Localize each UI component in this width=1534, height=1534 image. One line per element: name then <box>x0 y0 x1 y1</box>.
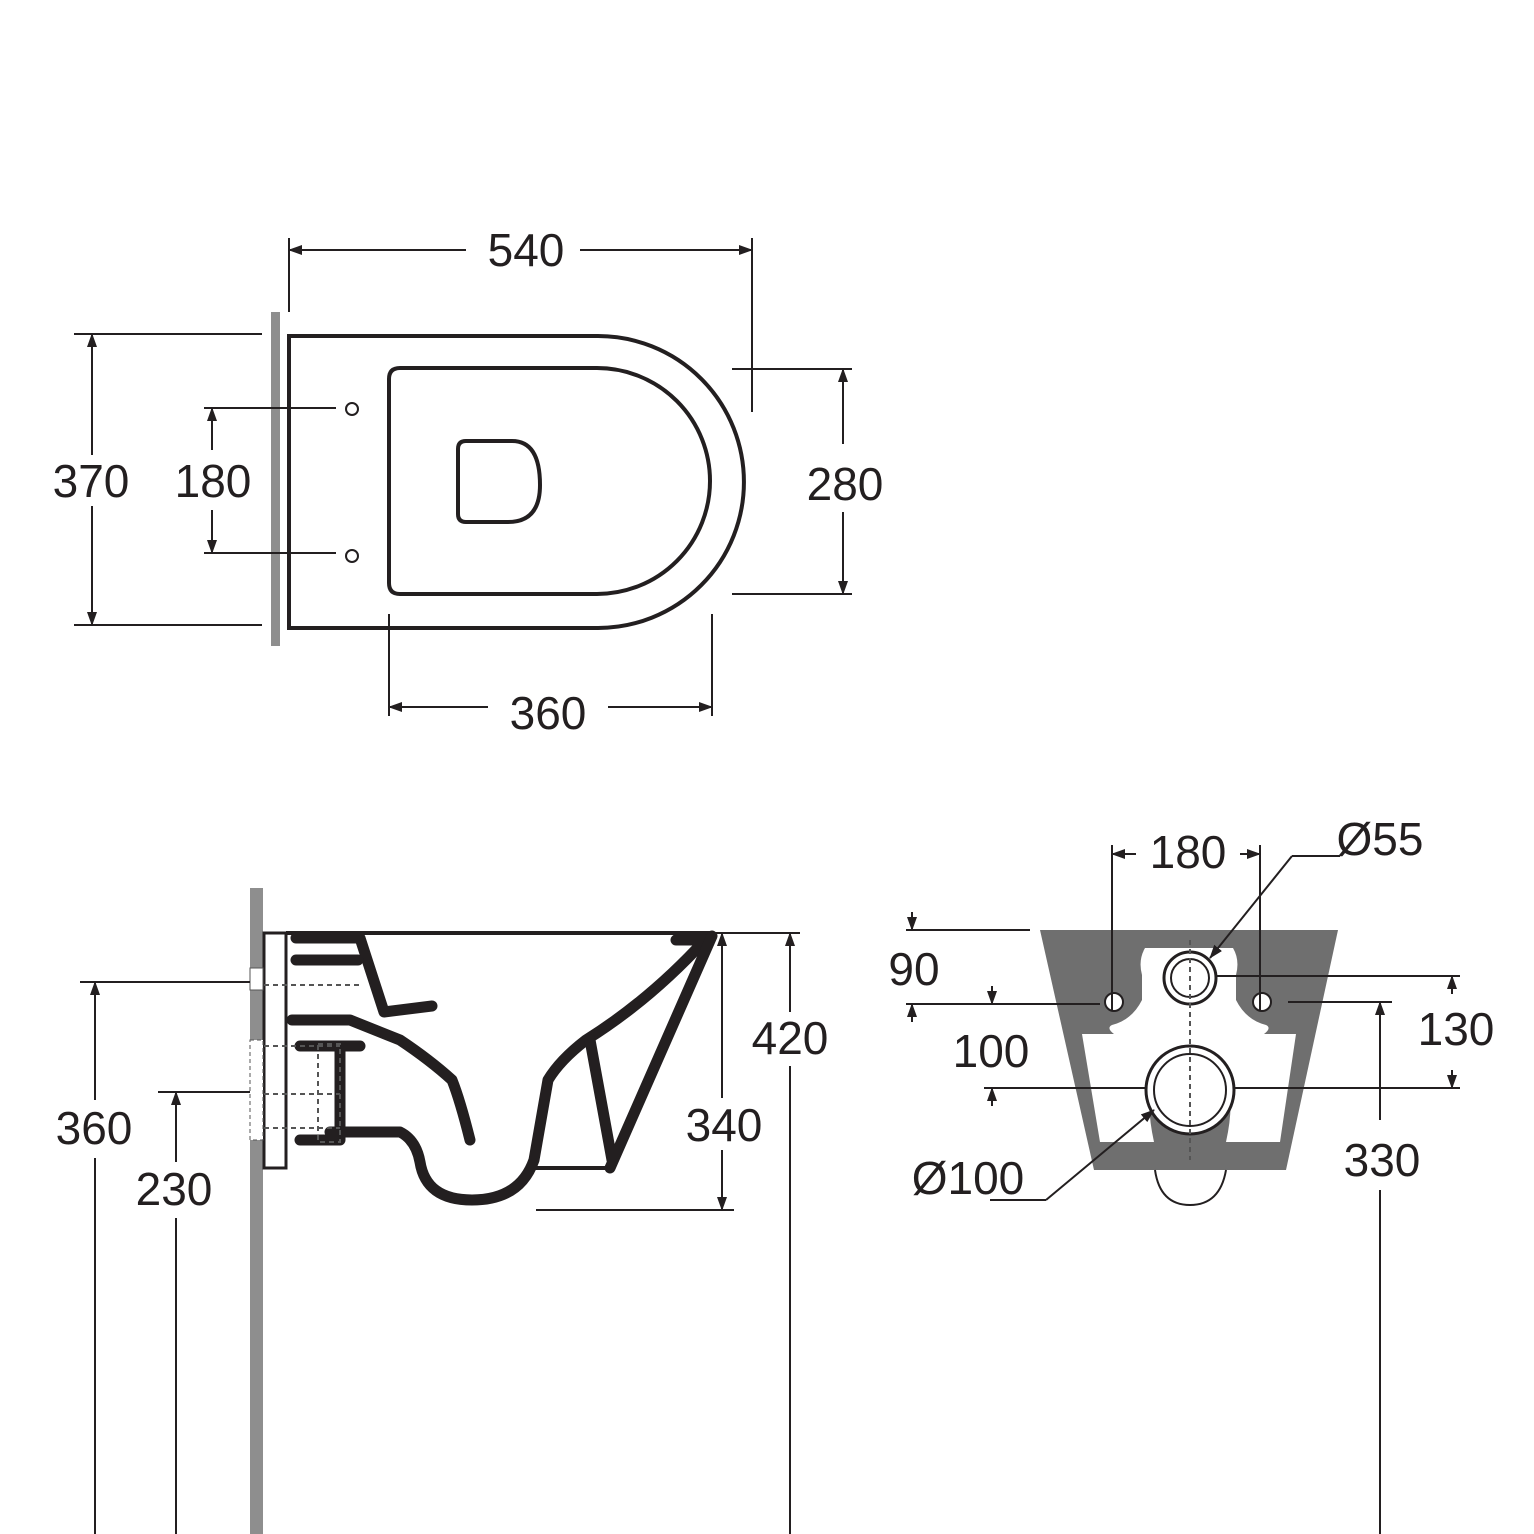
outlet-sleeve <box>249 1039 264 1141</box>
dimension-360-side-view: 360 <box>56 1102 133 1154</box>
bowl-outer-front <box>584 930 718 1174</box>
leader-line-diameter-55-diagonal <box>1209 855 1293 959</box>
bolt-hole-left <box>1104 992 1124 1012</box>
bowl-inner-profile <box>286 934 711 1206</box>
dimension-diameter-100: Ø100 <box>912 1152 1025 1204</box>
seat-outline <box>387 366 712 596</box>
dimension-130: 130 <box>1418 1003 1495 1055</box>
back-view: 180 Ø55 90 100 130 330 Ø100 <box>888 813 1494 1534</box>
dimension-370: 370 <box>53 455 130 507</box>
dimension-340: 340 <box>686 1099 763 1151</box>
bolt-hole-upper <box>345 402 359 416</box>
dimension-330: 330 <box>1344 1134 1421 1186</box>
bowl-opening <box>456 439 543 524</box>
bolt-hole-lower <box>345 549 359 563</box>
outlet-hole <box>1153 1053 1227 1127</box>
outlet-cap-outline <box>1154 1169 1227 1207</box>
dimension-230: 230 <box>136 1163 213 1215</box>
dimension-280: 280 <box>807 458 884 510</box>
dimension-diameter-55: Ø55 <box>1337 813 1424 865</box>
inlet-sleeve <box>249 967 264 991</box>
dimension-180-top-view: 180 <box>175 455 252 507</box>
dimension-420: 420 <box>752 1012 829 1064</box>
dimension-180-back-view: 180 <box>1150 826 1227 878</box>
top-view: 540 370 180 280 360 <box>53 224 884 739</box>
dimension-90: 90 <box>888 943 939 995</box>
side-view: 360 230 420 340 <box>56 888 829 1534</box>
mounting-plate <box>262 931 288 1170</box>
wall-top-view <box>271 312 280 646</box>
dimension-100: 100 <box>953 1025 1030 1077</box>
dimension-360-top-view: 360 <box>510 687 587 739</box>
leader-line-diameter-100-diagonal <box>1045 1109 1155 1201</box>
rim-profile <box>290 932 438 1018</box>
dimension-540: 540 <box>488 224 565 276</box>
bolt-hole-right <box>1252 992 1272 1012</box>
outlet-connector-dashed <box>317 1043 341 1143</box>
bowl-outer-outline <box>287 334 746 630</box>
